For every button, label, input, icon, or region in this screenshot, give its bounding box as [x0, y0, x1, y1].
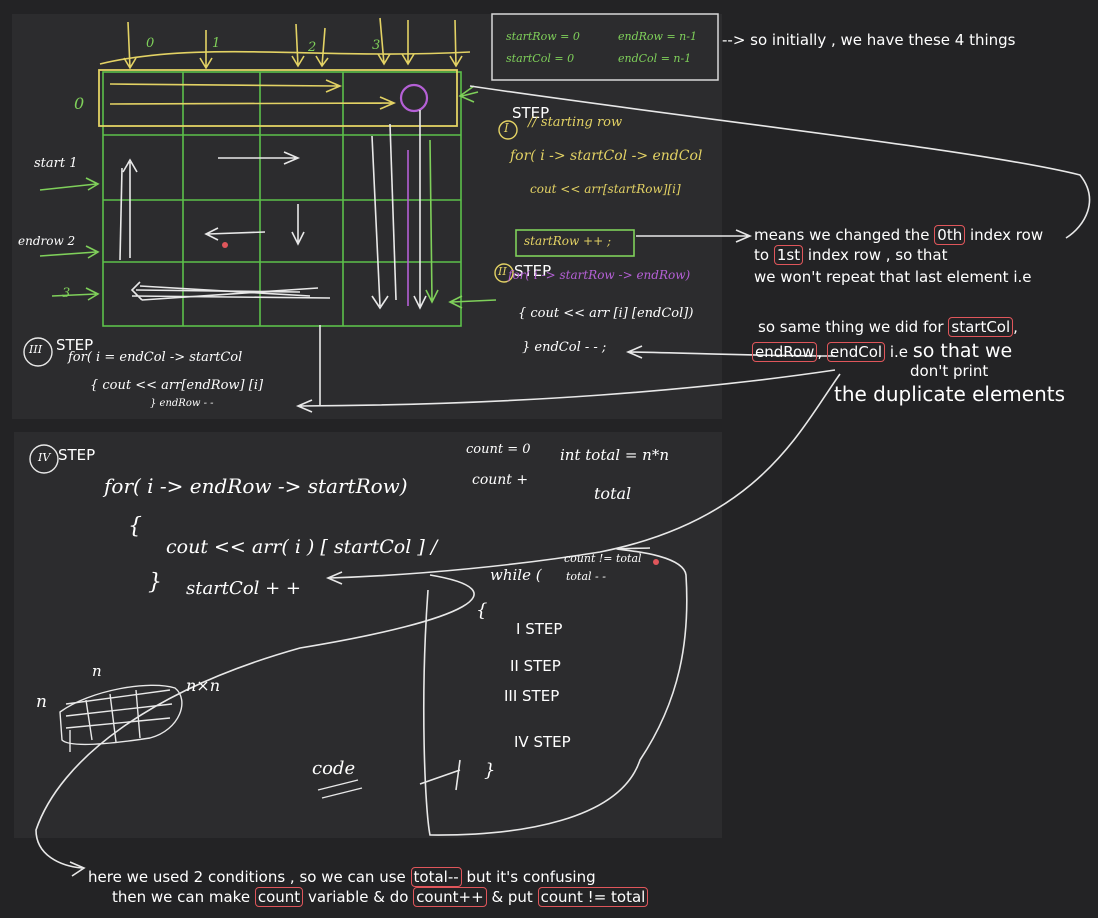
step4-for: for( i -> endRow -> startRow)	[104, 474, 408, 498]
highlight-count: count	[254, 887, 304, 907]
row-label-2: endrow 2	[18, 234, 76, 248]
step4-open: {	[128, 514, 142, 539]
while-step-4: IV STEP	[514, 733, 571, 751]
matrix-nxn: n×n	[186, 676, 221, 695]
step2-title: STEP	[514, 262, 552, 280]
count-inc: count +	[472, 472, 529, 488]
right-note-line1: means we changed the 0th index row	[754, 225, 1044, 245]
while-open: {	[476, 600, 488, 621]
row-label-0: 0	[74, 94, 85, 113]
step1-for: for( i -> startCol -> endCol	[510, 148, 703, 164]
highlight-0th: 0th	[934, 225, 966, 245]
matrix-grid	[102, 71, 462, 327]
step1-cout: cout << arr[startRow][i]	[530, 182, 681, 196]
step1-num: I	[504, 121, 509, 135]
highlight-1st: 1st	[773, 245, 804, 265]
highlight-endrow: endRow	[752, 342, 818, 362]
highlight-count-neq-total: count != total	[537, 887, 649, 907]
col-label-1: 1	[212, 36, 221, 51]
col-label-0: 0	[146, 36, 155, 51]
highlight-count-inc: count++	[413, 887, 487, 907]
highlight-total-dec: total--	[410, 867, 462, 887]
connector-arrows	[35, 85, 1091, 877]
step1-comment: // starting row	[528, 115, 623, 130]
total-word: total	[594, 484, 632, 503]
same-note-line1: so same thing we did for startCol,	[758, 317, 1018, 337]
while-cond-2: total - -	[566, 570, 606, 583]
init-box	[491, 13, 719, 81]
step4-title: STEP	[58, 446, 96, 464]
dont-print: don't print	[910, 362, 989, 380]
while-step-3: III STEP	[504, 687, 560, 705]
step3-cout: { cout << arr[endRow] [i]	[90, 378, 264, 393]
traversal-arrows	[119, 110, 427, 310]
top-yellow-arrows	[99, 50, 471, 110]
step2-for: for( i -> startRow -> endRow)	[508, 268, 691, 282]
col-label-2: 2	[308, 40, 317, 55]
column-down-arrows	[123, 17, 463, 70]
nxn-matrix-sketch	[59, 684, 363, 799]
row-label-3: 3	[62, 286, 71, 301]
step3-num: III	[29, 343, 43, 356]
footer-line2: then we can make count variable & do cou…	[112, 887, 649, 907]
col-label-3: 3	[372, 38, 381, 53]
startrow-inc-box	[515, 229, 635, 257]
int-total: int total = n*n	[560, 446, 670, 464]
while-close: }	[484, 760, 496, 781]
highlight-endcol: endCol	[827, 342, 886, 362]
step3-for: for( i = endCol -> startCol	[68, 350, 243, 365]
init-start-row: startRow = 0	[506, 30, 580, 43]
step2-num: II	[498, 265, 507, 278]
step4-close: }	[148, 570, 162, 595]
while-step-2: II STEP	[510, 657, 561, 675]
row0-highlight	[98, 69, 458, 127]
step3-dec: } endRow - -	[150, 398, 214, 409]
step1-inc: startRow ++ ;	[524, 234, 612, 248]
init-start-col: startCol = 0	[506, 52, 575, 65]
step1-title: STEP	[512, 104, 550, 122]
while-step-1: I STEP	[516, 620, 563, 638]
highlight-startcol: startCol	[948, 317, 1014, 337]
init-note: --> so initially , we have these 4 thing…	[722, 31, 1016, 49]
same-note-line2: endRow, endCol i.e so that we	[752, 340, 1012, 362]
init-end-row: endRow = n-1	[618, 30, 697, 43]
matrix-n-left: n	[36, 692, 47, 712]
while-cond-1: count != total	[564, 552, 642, 565]
corner-element-circle	[399, 83, 429, 113]
right-note-line2: to 1st index row , so that	[754, 245, 948, 265]
right-note-line3: we won't repeat that last element i.e	[754, 268, 1032, 286]
while-keyword: while (	[490, 566, 542, 584]
step2-dec: } endCol - - ;	[522, 340, 607, 355]
step3-title: STEP	[56, 336, 94, 354]
code-label: code	[312, 758, 356, 779]
count-init: count = 0	[466, 442, 531, 457]
step4-inc: startCol + +	[186, 578, 302, 599]
footer-line1: here we used 2 conditions , so we can us…	[88, 867, 596, 887]
step4-cout: cout << arr( i ) [ startCol ] /	[166, 536, 438, 558]
init-end-col: endCol = n-1	[618, 52, 692, 65]
step4-num: IV	[38, 451, 51, 464]
step2-cout: { cout << arr [i] [endCol])	[518, 306, 694, 321]
matrix-n-top: n	[92, 662, 102, 680]
duplicate-elements: the duplicate elements	[834, 382, 1066, 406]
row-label-1: start 1	[34, 156, 78, 171]
